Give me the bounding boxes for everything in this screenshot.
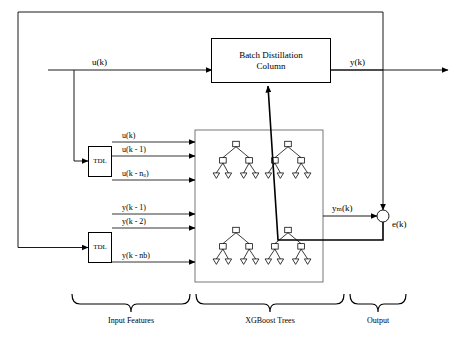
section-label: Output	[367, 316, 389, 326]
signal-label: u(k)	[122, 131, 135, 141]
feedback-connector	[18, 12, 383, 248]
section-label: XGBoost Trees	[245, 316, 295, 326]
delay-box: TDL	[88, 232, 112, 263]
sum-junction	[377, 210, 389, 222]
signal-label: u(k - nᵤ)	[122, 169, 149, 179]
signal-label: y(k)	[350, 57, 365, 68]
process-box: Batch Distillation Column	[211, 38, 331, 83]
node-text: TDL	[93, 157, 107, 165]
node-text: Batch Distillation Column	[226, 50, 316, 71]
delay-box: TDL	[88, 146, 112, 177]
signal-label: y(k - 2)	[122, 217, 146, 227]
signal-label: u(k)	[92, 57, 107, 68]
signal-label: y(k - nb)	[122, 251, 150, 261]
section-label: Input Features	[108, 316, 154, 326]
signal-label: e(k)	[392, 219, 407, 230]
signal-label: u(k - 1)	[122, 145, 146, 155]
signal-label: y(k - 1)	[122, 203, 146, 213]
node-text: TDL	[93, 243, 107, 251]
trees-panel	[195, 130, 323, 282]
signal-label: yₘ(k)	[332, 203, 353, 214]
